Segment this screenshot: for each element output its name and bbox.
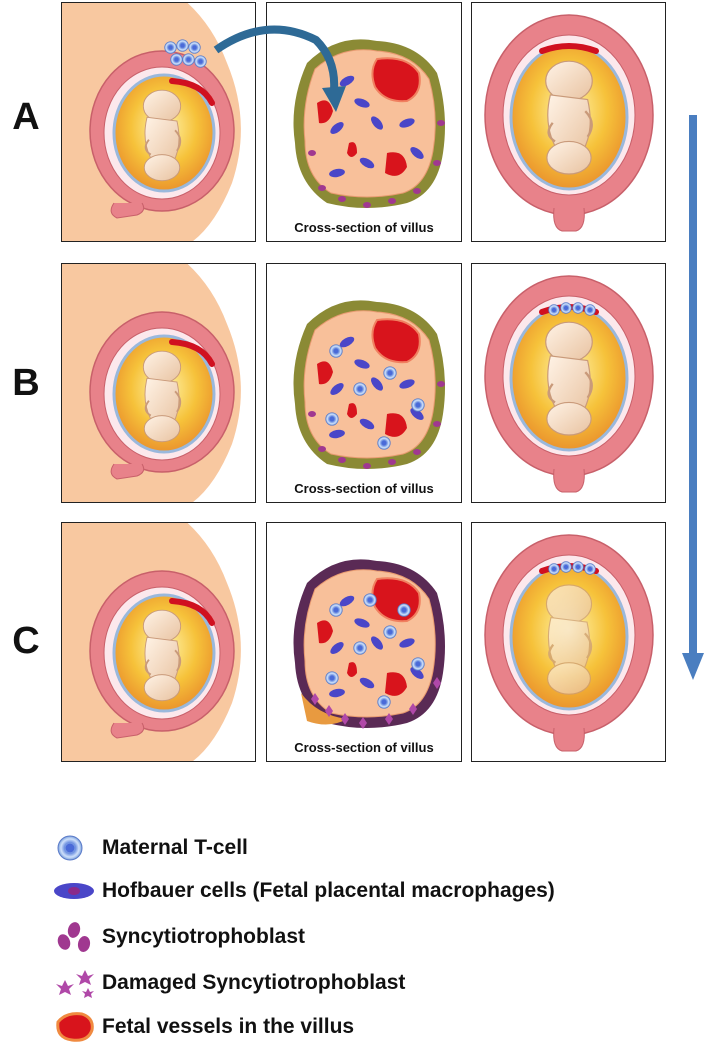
panel-c-uterus: [471, 522, 666, 762]
panel-c-villus: Cross-section of villus: [266, 522, 462, 762]
damaged-syncytiotrophoblast-icon: [56, 970, 94, 998]
maternal-t-cell-icon: [57, 835, 83, 861]
panel-b-uterus: [471, 263, 666, 503]
panel-b-villus: Cross-section of villus: [266, 263, 462, 503]
panel-c-pregnancy: [61, 522, 256, 762]
legend-item-syncytio: Syncytiotrophoblast: [52, 920, 305, 954]
legend-item-hofbauer: Hofbauer cells (Fetal placental macropha…: [52, 874, 555, 908]
syncytiotrophoblast-icon: [57, 922, 91, 952]
panel-a-villus: Cross-section of villus: [266, 2, 462, 242]
row-label-c: C: [12, 620, 40, 662]
legend-label-damaged: Damaged Syncytiotrophoblast: [102, 971, 406, 994]
legend-item-tcell: Maternal T-cell: [52, 831, 248, 865]
row-label-b: B: [12, 362, 40, 404]
legend-item-damaged: Damaged Syncytiotrophoblast: [52, 966, 405, 1000]
legend-item-vessel: Fetal vessels in the villus: [52, 1010, 354, 1044]
legend-label-hofbauer: Hofbauer cells (Fetal placental macropha…: [102, 879, 555, 902]
hofbauer-cell-icon: [54, 883, 94, 899]
villus-caption-a: Cross-section of villus: [294, 220, 434, 235]
progression-arrow-icon: [682, 115, 704, 680]
curved-arrow-icon: [213, 25, 346, 112]
legend-label-vessel: Fetal vessels in the villus: [102, 1015, 355, 1038]
legend-label-syncytio: Syncytiotrophoblast: [102, 925, 306, 948]
villus-caption-c: Cross-section of villus: [294, 740, 434, 755]
panel-a-uterus: [471, 2, 666, 242]
legend-label-tcell: Maternal T-cell: [102, 836, 248, 859]
row-label-a: A: [12, 96, 40, 138]
villus-caption-b: Cross-section of villus: [294, 481, 434, 496]
fetal-vessel-icon: [56, 1012, 94, 1042]
panel-b-pregnancy: [61, 263, 256, 503]
